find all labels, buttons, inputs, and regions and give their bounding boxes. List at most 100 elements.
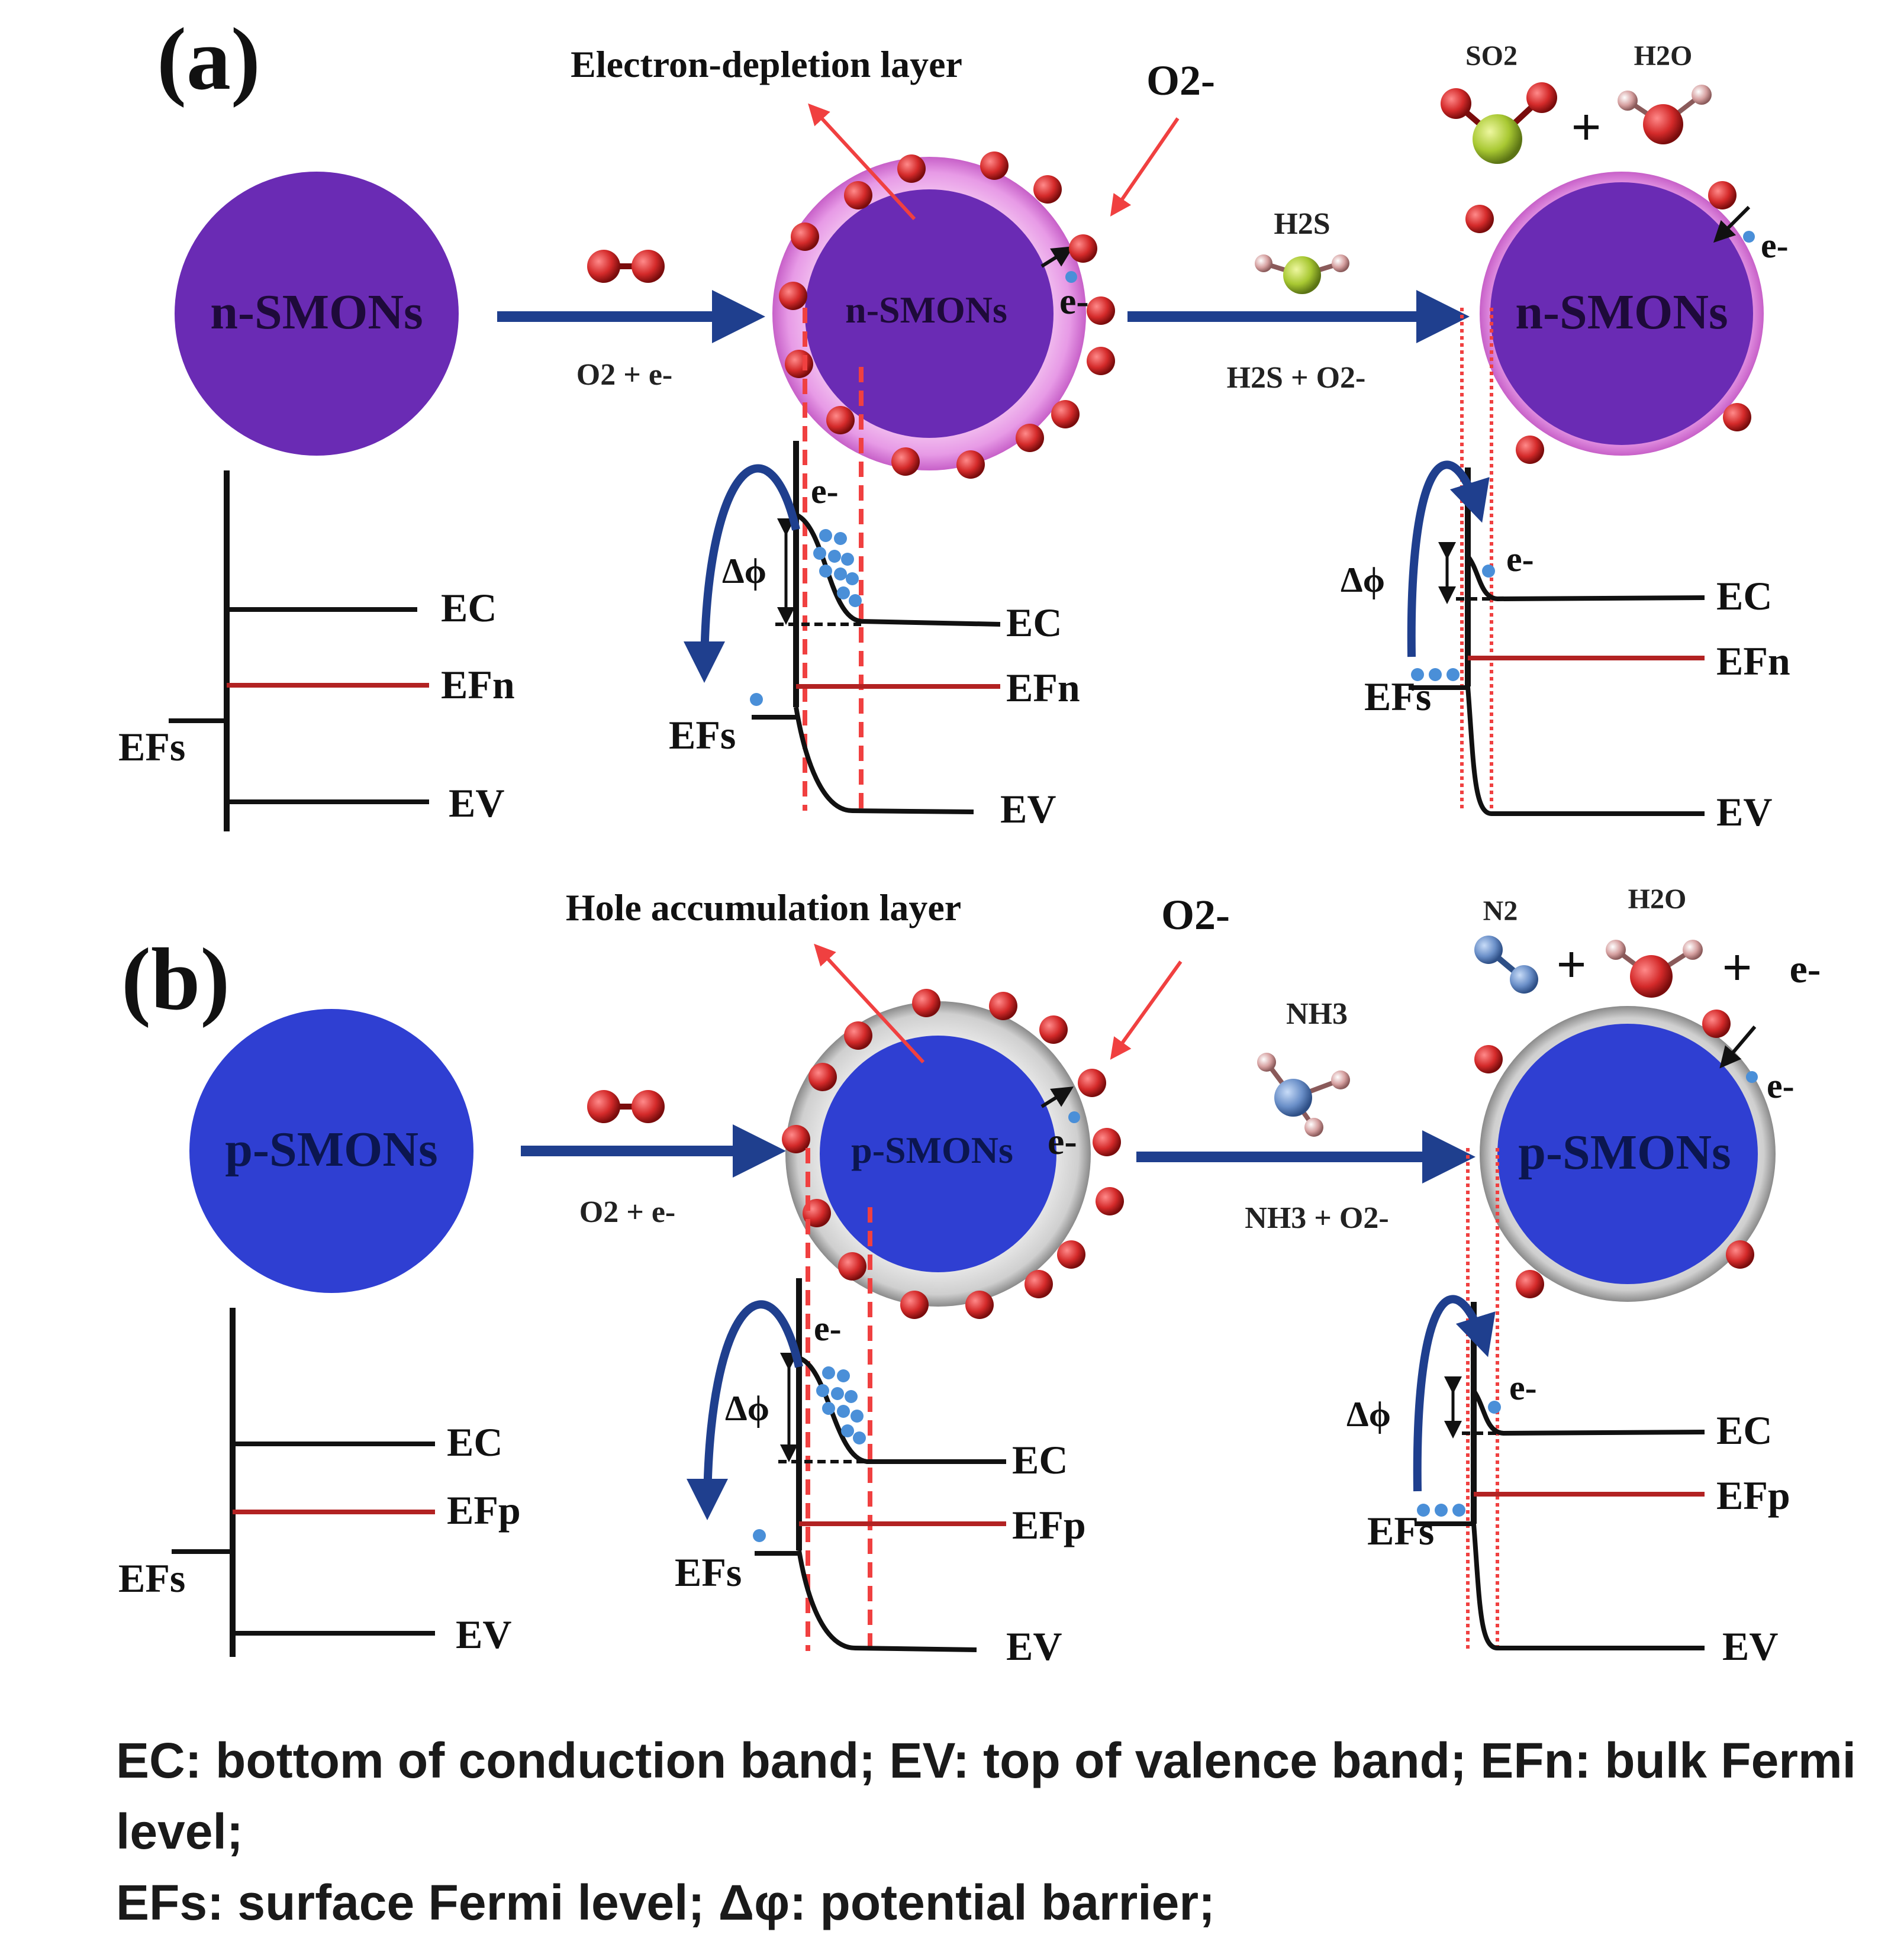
level-ev: EV [449,781,504,825]
level-ev: EV [456,1612,511,1657]
legend-efs-term: EFs [116,1875,208,1930]
level-ev: EV [1722,1624,1778,1669]
legend-ev-term: EV [889,1733,953,1788]
so2-molecule-icon [1441,82,1557,164]
reaction-1-label: O2 + e- [579,1195,675,1229]
electron-transfer-arrow [1040,246,1074,268]
level-efn: EFn [441,662,515,707]
level-efs: EFs [118,1556,185,1601]
accumulation-layer-label: Hole accumulation layer [566,886,961,928]
level-efs: EFs [1364,674,1431,719]
level-efs: EFs [1367,1508,1434,1553]
barrier-label: Δϕ [1341,560,1385,599]
product-so2-label: SO2 [1465,40,1518,72]
o2-molecule-icon [587,1090,665,1123]
plus-sign: + [1556,936,1586,994]
band-diagram-flat [172,1308,435,1657]
barrier-label: Δϕ [722,552,766,591]
plus-sign: + [1722,939,1752,997]
electron-label: e- [1761,226,1789,265]
band-diagram-flat [169,470,429,831]
target-gas-label: NH3 [1286,997,1348,1031]
electron-dot [1065,271,1077,283]
n-smons-particle [175,172,459,456]
electron-label: e- [1048,1120,1077,1162]
legend-ev-desc: : top of valence band; [952,1733,1467,1788]
particle-label: n-SMONs [1515,285,1728,340]
level-ev: EV [1000,786,1056,831]
n-smons-core [805,189,1054,438]
panel-b: (b) p-SMONs O2 + e- p-SMONs e- Hole accu… [118,883,1821,1669]
level-ec: EC [1012,1437,1068,1482]
electron-return-arrow [1713,205,1751,243]
p-smons-particle [189,1009,473,1293]
depletion-layer-label: Electron-depletion layer [571,43,962,85]
n-smons-core [1490,182,1753,445]
h2s-molecule-icon [1255,254,1349,294]
band-diagram-reduced [1413,1148,1705,1651]
diagram-canvas: (a) n-SMONs O2 + e- n-SMONs e- Electron-… [118,10,1821,1669]
band-diagram-reduced [1407,308,1705,816]
level-efp: EFp [1012,1502,1086,1547]
panel-a-label: (a) [157,10,260,108]
barrier-label: Δϕ [1346,1395,1391,1434]
particle-label: n-SMONs [845,289,1007,331]
electron-label: e- [1059,280,1089,322]
remaining-oxygen [1474,1010,1754,1298]
product-h2o-label: H2O [1628,883,1687,915]
level-efs: EFs [118,724,185,769]
level-efp: EFp [1716,1473,1790,1518]
legend-line-2: EFs: surface Fermi level; Δφ: potential … [116,1867,1892,1938]
legend-dphi-term: Δφ [718,1875,790,1930]
reaction-1-label: O2 + e- [576,358,672,392]
plus-sign: + [1571,98,1601,157]
band-diagram-bent [684,308,1001,814]
level-ec: EC [1006,600,1062,645]
legend: EC: bottom of conduction band; EV: top o… [116,1725,1892,1938]
electron-dot [1068,1111,1080,1123]
o2-molecule-icon [587,250,665,283]
nh3-molecule-icon [1257,1053,1350,1137]
legend-dphi-desc: : potential barrier; [790,1875,1216,1930]
panel-b-label: (b) [121,930,230,1028]
legend-line-1: EC: bottom of conduction band; EV: top o… [116,1725,1892,1867]
remaining-oxygen [1465,181,1751,464]
barrier-label: Δϕ [725,1389,769,1428]
oxygen-pointer-arrow [1110,117,1180,217]
product-h2o-label: H2O [1634,40,1693,72]
legend-ec-desc: : bottom of conduction band; [185,1733,876,1788]
n2-molecule-icon [1474,936,1538,994]
electron-label: e- [1509,1368,1537,1407]
level-ev: EV [1006,1624,1062,1669]
particle-label: p-SMONs [851,1129,1013,1171]
level-efn: EFn [1716,639,1790,683]
electron-dot [1743,231,1755,243]
level-ec: EC [1716,573,1772,618]
adsorbed-oxygen-label: O2- [1161,891,1230,939]
panel-a: (a) n-SMONs O2 + e- n-SMONs e- Electron-… [118,10,1790,834]
band-diagram-bent [687,1148,1006,1652]
level-efs: EFs [669,712,736,757]
electron-dot [1746,1071,1758,1083]
h2o-molecule-icon [1606,940,1703,998]
legend-efn-term: EFn [1480,1733,1574,1788]
target-gas-label: H2S [1274,207,1330,241]
legend-efn-desc: : bulk Fermi level; [116,1733,1857,1859]
particle-label: n-SMONs [210,285,423,340]
adsorbed-oxygen-label: O2- [1146,57,1215,104]
product-n2-label: N2 [1483,895,1518,927]
legend-efs-desc: : surface Fermi level; [207,1875,705,1930]
layer-pointer-arrow [814,943,925,1064]
adsorbed-oxygen-ring [782,989,1124,1319]
level-efn: EFn [1006,665,1080,710]
product-electron-label: e- [1790,946,1821,991]
electron-label: e- [811,472,839,511]
electron-label: e- [814,1309,842,1348]
h2o-molecule-icon [1618,85,1712,144]
particle-label: p-SMONs [225,1122,437,1177]
electron-label: e- [1506,540,1534,579]
level-efp: EFp [447,1488,521,1533]
reaction-2-label: NH3 + O2- [1245,1201,1388,1235]
electron-label: e- [1767,1066,1795,1105]
level-efs: EFs [675,1550,742,1595]
